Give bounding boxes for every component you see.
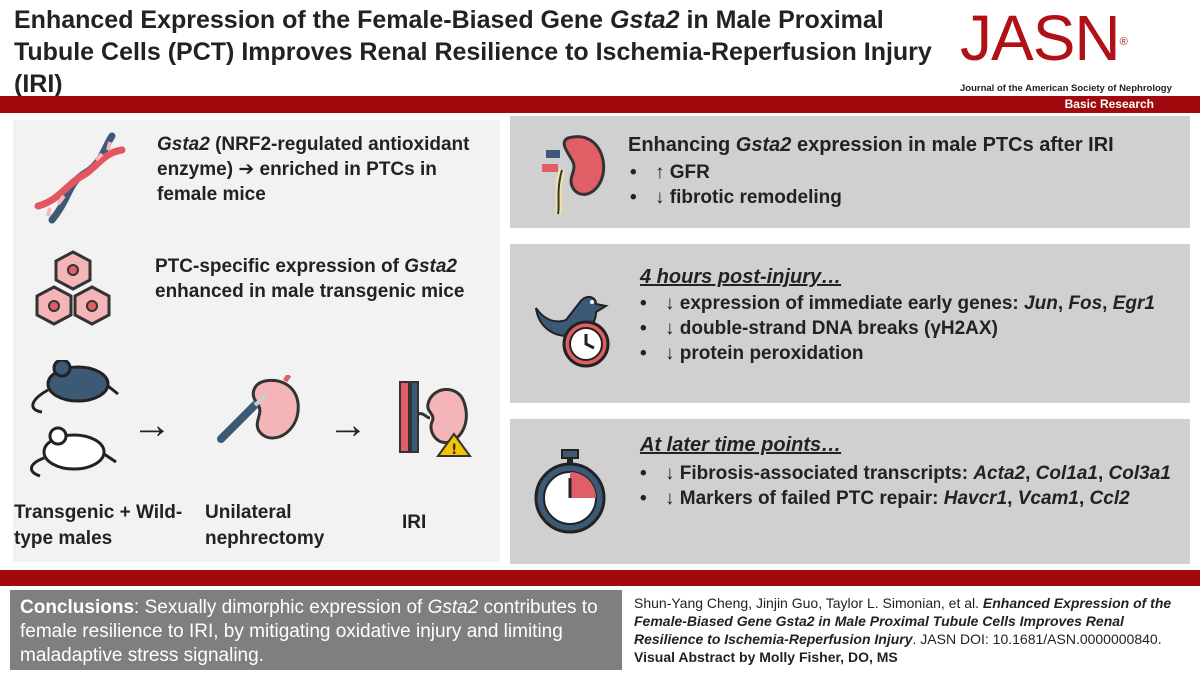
- citation: Shun-Yang Cheng, Jinjin Guo, Taylor L. S…: [634, 595, 1172, 665]
- step-arrow-1: →: [132, 403, 172, 447]
- journal-logo: JASN® Journal of the American Society of…: [960, 6, 1185, 94]
- panel2-heading: 4 hours post-injury…: [640, 266, 842, 288]
- bullet-fibrosis: ↓ Fibrosis-associated transcripts: Acta2…: [640, 461, 1185, 486]
- category-badge: Basic Research: [1064, 97, 1154, 111]
- bottom-band: [0, 570, 1200, 586]
- label-nephrectomy: Unilateral nephrectomy: [205, 502, 325, 549]
- left-text-transgenic: PTC-specific expression of Gsta2 enhance…: [155, 256, 465, 302]
- step-arrow-2: →: [328, 403, 368, 447]
- left-text-gsta2: Gsta2 (NRF2-regulated antioxidant enzyme…: [157, 134, 470, 205]
- logo-text: JASN: [960, 2, 1121, 74]
- journal-full-name: Journal of the American Society of Nephr…: [960, 83, 1172, 94]
- bullet-dna-breaks: ↓ double-strand DNA breaks (γH2AX): [640, 316, 1180, 341]
- cells-icon: [35, 250, 111, 326]
- bullet-early-genes: ↓ expression of immediate early genes: J…: [640, 291, 1180, 316]
- iri-kidney-icon: !: [399, 381, 472, 458]
- panel3-bullets: ↓ Fibrosis-associated transcripts: Acta2…: [640, 461, 1185, 511]
- panel3-heading: At later time points…: [640, 434, 842, 456]
- top-band: Basic Research: [0, 96, 1200, 113]
- dna-icon: [34, 132, 126, 224]
- conclusion-box: Conclusions: Sexually dimorphic expressi…: [10, 590, 622, 670]
- kidney-icon: [542, 135, 606, 215]
- panel1-bullets: ↑ GFR ↓ fibrotic remodeling: [630, 160, 1170, 210]
- page-title: Enhanced Expression of the Female-Biased…: [14, 6, 932, 98]
- bullet-fibrotic: ↓ fibrotic remodeling: [630, 185, 1170, 210]
- label-mice: Transgenic + Wild-type males: [14, 502, 183, 549]
- panel2-bullets: ↓ expression of immediate early genes: J…: [640, 291, 1180, 366]
- bullet-failed-repair: ↓ Markers of failed PTC repair: Havcr1, …: [640, 486, 1185, 511]
- nephrectomy-icon: [217, 375, 300, 443]
- bird-clock-icon: [535, 296, 610, 368]
- panel1-heading: Enhancing Gsta2 expression in male PTCs …: [628, 134, 1114, 156]
- label-iri: IRI: [402, 512, 427, 533]
- stopwatch-icon: [534, 449, 606, 534]
- bullet-gfr: ↑ GFR: [630, 160, 1170, 185]
- svg-text:!: !: [451, 442, 457, 458]
- mouse-icon: [30, 360, 119, 478]
- left-panel: [13, 120, 500, 562]
- bullet-peroxidation: ↓ protein peroxidation: [640, 341, 1180, 366]
